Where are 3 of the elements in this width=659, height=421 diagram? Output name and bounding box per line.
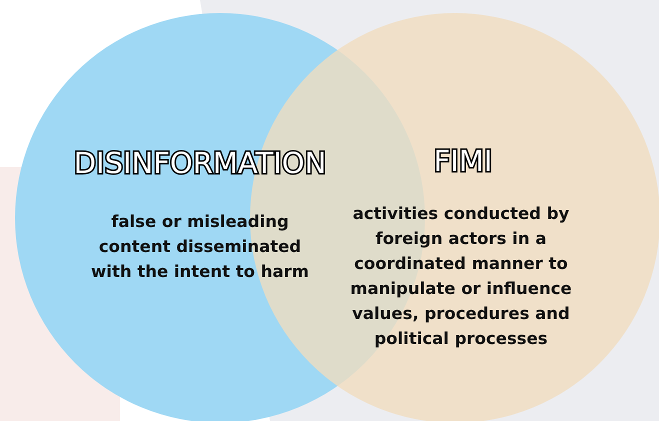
circle-heading: FIMI xyxy=(432,144,494,178)
description-text: activities conducted by foreign actors in a coordinated manner to manipulate or influence values, procedures and political processes xyxy=(349,203,573,350)
description-text: false or misleading content disseminated with the intent to harm xyxy=(90,211,310,283)
